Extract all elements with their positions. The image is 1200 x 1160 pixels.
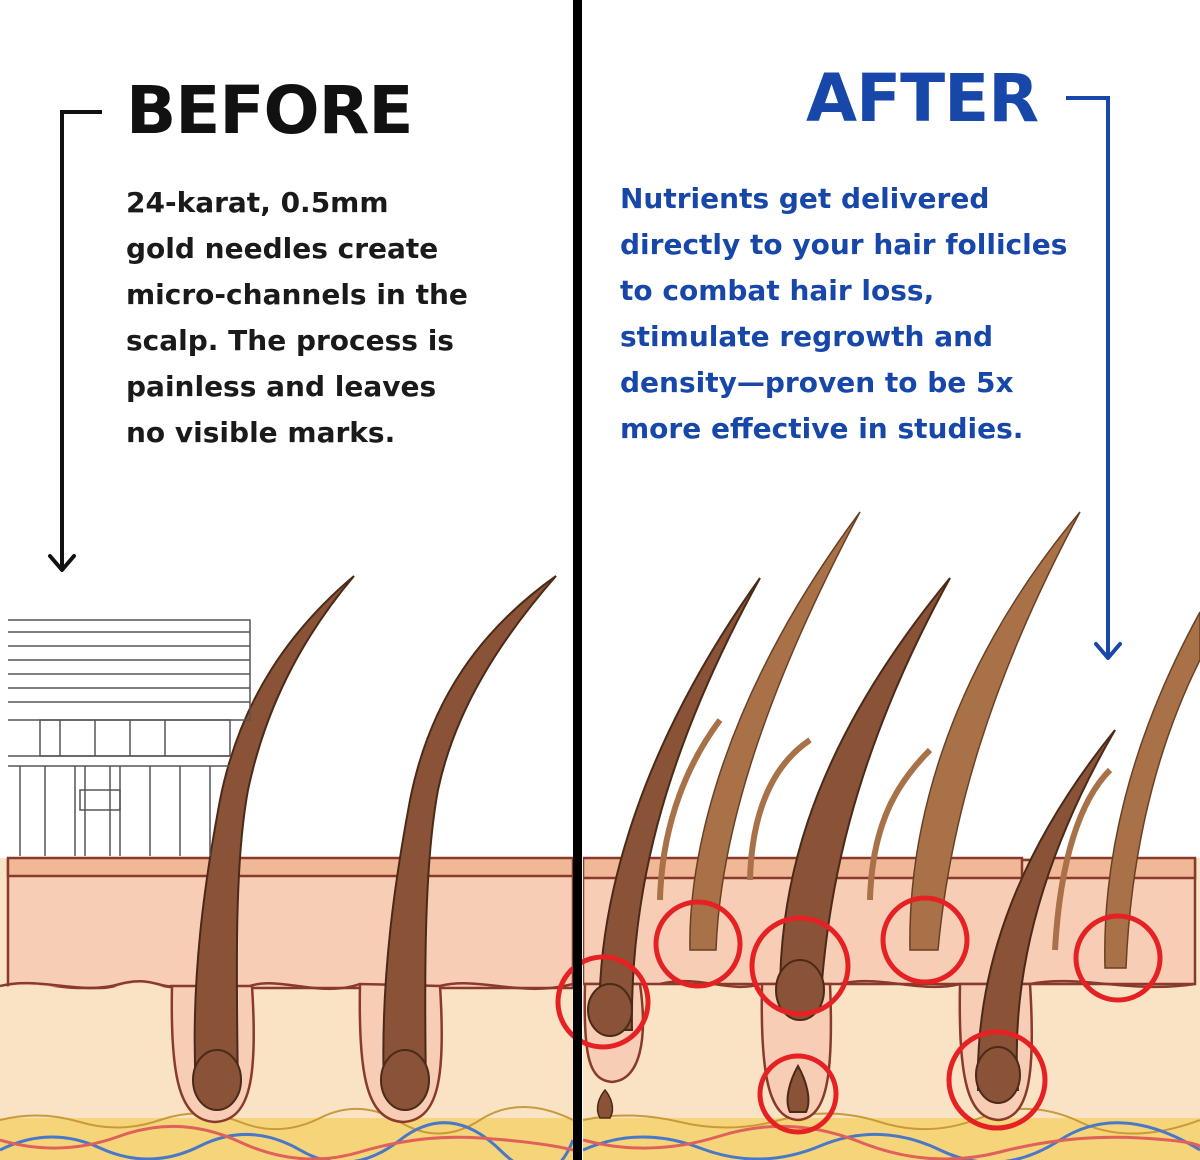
arrow-down-icon xyxy=(48,110,102,572)
before-hair-2 xyxy=(382,575,557,1091)
follicle-ring xyxy=(1073,913,1163,1003)
follicle-ring xyxy=(749,915,851,1017)
before-hair-1 xyxy=(193,575,355,1091)
follicle-highlight-rings xyxy=(555,895,1163,1135)
before-description: 24-karat, 0.5mm gold needles create micr… xyxy=(126,186,468,449)
follicle-ring xyxy=(757,1053,839,1135)
follicle-ring xyxy=(946,1029,1048,1131)
before-skin-cross-section xyxy=(0,575,573,1160)
after-skin-cross-section xyxy=(583,511,1200,1160)
after-description: Nutrients get delivered directly to your… xyxy=(620,182,1068,445)
follicle-ring xyxy=(880,895,970,985)
after-title: AFTER xyxy=(806,60,1039,137)
arrow-down-icon xyxy=(1066,96,1122,660)
follicle-ring xyxy=(555,954,651,1050)
follicle-ring xyxy=(653,899,743,989)
center-divider xyxy=(573,0,582,1160)
microneedle-roller-icon xyxy=(8,619,251,856)
before-title: BEFORE xyxy=(126,72,413,149)
